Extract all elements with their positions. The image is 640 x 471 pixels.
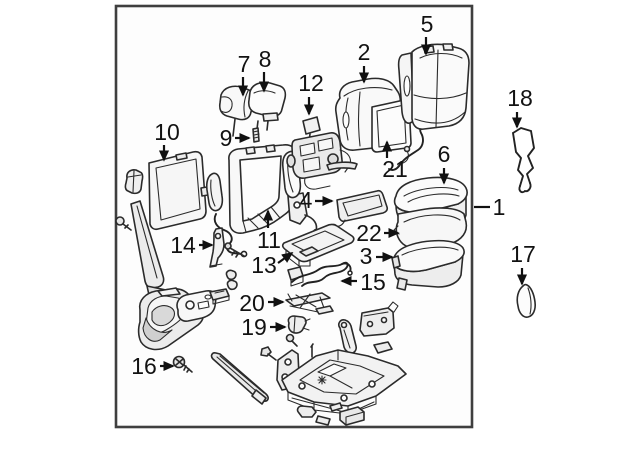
callout-13-label: 13 [251, 252, 277, 278]
part-motor-19 [287, 315, 311, 334]
callout-11: 11 [257, 209, 281, 253]
part-bracket-20 [285, 292, 334, 315]
callout-11-label: 11 [257, 227, 281, 253]
part-cushion-cover [391, 239, 465, 291]
callout-2-label: 2 [358, 39, 371, 65]
callout-9-label: 9 [220, 125, 233, 151]
callout-16: 16 [131, 353, 175, 379]
callout-2: 2 [358, 39, 371, 84]
callout-15: 15 [340, 269, 386, 295]
callout-3: 3 [360, 243, 394, 269]
part-switch-knob [209, 288, 230, 305]
callout-10: 10 [154, 119, 180, 162]
part-back-panel [148, 150, 209, 231]
callout-6: 6 [438, 141, 451, 185]
part-frame-harness [287, 261, 353, 287]
callout-22-label: 22 [356, 220, 382, 246]
callout-1: 1 [474, 194, 505, 220]
part-heater-element [371, 98, 412, 164]
callout-21-label: 21 [382, 156, 408, 182]
part-pillar-trim-17 [516, 283, 536, 318]
part-clip-small [226, 279, 238, 291]
part-seatback-complete [397, 43, 470, 130]
callout-20: 20 [239, 290, 285, 316]
callout-9: 9 [220, 125, 251, 151]
callout-17: 17 [510, 241, 536, 286]
callout-5: 5 [421, 11, 434, 56]
callout-18: 18 [507, 85, 533, 129]
callout-12-label: 12 [298, 70, 324, 96]
callout-13: 13 [251, 252, 294, 278]
callout-10-label: 10 [154, 119, 180, 145]
callout-8-label: 8 [259, 46, 272, 72]
part-lumbar-rod [326, 161, 358, 171]
callout-21: 21 [381, 140, 408, 182]
part-headrest-guide [252, 127, 260, 143]
callout-18-label: 18 [507, 85, 533, 111]
callout-12: 12 [298, 70, 324, 116]
callout-19: 19 [241, 314, 287, 340]
callout-7: 7 [238, 51, 251, 97]
callout-20-label: 20 [239, 290, 265, 316]
callout-1-label: 1 [493, 194, 506, 220]
callout-14-label: 14 [170, 232, 196, 258]
callout-7-label: 7 [238, 51, 251, 77]
part-belt-guide-18 [512, 127, 535, 194]
part-belt-bracket [209, 227, 245, 281]
callout-14: 14 [170, 232, 214, 258]
part-bolster-left [205, 172, 224, 212]
part-headrest-right [247, 81, 287, 138]
callout-5-label: 5 [421, 11, 434, 37]
callout-22: 22 [356, 220, 400, 246]
part-track-assembly [251, 301, 407, 426]
callout-19-label: 19 [241, 314, 267, 340]
callout-3-label: 3 [360, 243, 373, 269]
part-seat-pan [281, 223, 355, 267]
part-switch-panel [176, 290, 217, 322]
callout-6-label: 6 [438, 141, 451, 167]
callout-15-label: 15 [360, 269, 386, 295]
callout-8: 8 [259, 46, 272, 93]
callout-17-label: 17 [510, 241, 536, 267]
part-screw-left [115, 216, 132, 231]
part-seatback-frame [228, 144, 320, 236]
part-guide-block [124, 169, 144, 195]
callout-16-label: 16 [131, 353, 157, 379]
callout-4: 4 [300, 187, 334, 213]
callout-4-label: 4 [300, 187, 313, 213]
